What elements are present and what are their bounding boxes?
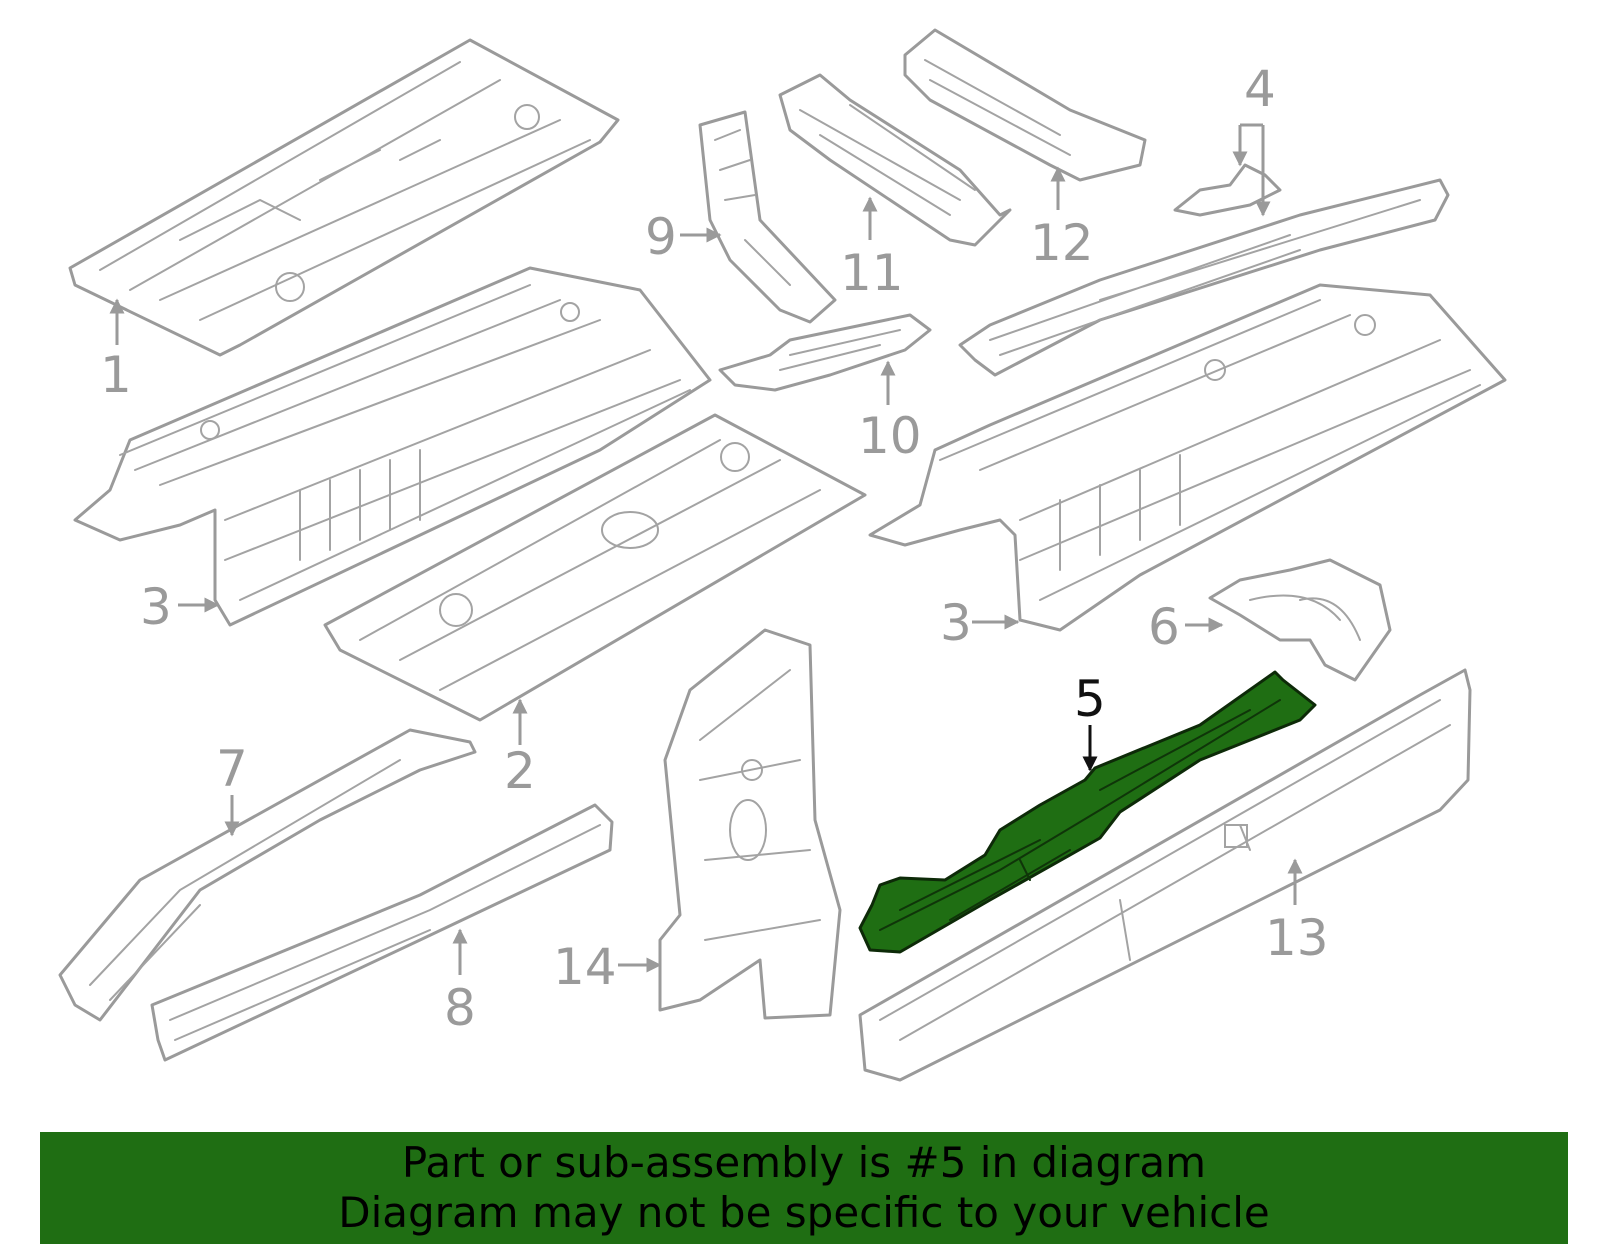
part-5-highlighted[interactable] bbox=[858, 670, 1317, 954]
callout-10: 10 bbox=[858, 407, 922, 465]
callout-arrows bbox=[109, 123, 1303, 975]
part-4-rail[interactable] bbox=[958, 163, 1450, 377]
banner-line-disclaimer: Diagram may not be specific to your vehi… bbox=[338, 1188, 1270, 1237]
part-10-bracket[interactable] bbox=[718, 313, 932, 392]
part-7-rail[interactable] bbox=[58, 728, 477, 1022]
info-banner: Part or sub-assembly is #5 in diagram Di… bbox=[40, 1132, 1568, 1244]
callout-3-right: 3 bbox=[940, 594, 972, 652]
part-6-arch-bracket[interactable] bbox=[1208, 558, 1392, 682]
part-8-rocker[interactable] bbox=[150, 803, 614, 1062]
callout-12: 12 bbox=[1030, 214, 1094, 272]
callout-13: 13 bbox=[1265, 909, 1329, 967]
callout-1: 1 bbox=[100, 346, 132, 404]
callout-6: 6 bbox=[1148, 598, 1180, 656]
part-1-floor-panel[interactable] bbox=[68, 38, 620, 357]
callout-3-left: 3 bbox=[140, 578, 172, 636]
callout-14: 14 bbox=[553, 938, 617, 996]
part-11-cross-member[interactable] bbox=[778, 73, 1012, 247]
callout-8: 8 bbox=[444, 979, 476, 1037]
callout-11: 11 bbox=[840, 244, 904, 302]
part-13-rocker-assembly[interactable] bbox=[858, 668, 1472, 1082]
callout-7: 7 bbox=[216, 740, 248, 798]
banner-line-part: Part or sub-assembly is #5 in diagram bbox=[401, 1138, 1207, 1187]
callout-4: 4 bbox=[1244, 60, 1276, 118]
part-2-center-floor[interactable] bbox=[323, 413, 867, 722]
callout-2: 2 bbox=[504, 742, 536, 800]
part-3-left-tunnel[interactable] bbox=[73, 266, 712, 627]
part-14-pillar[interactable] bbox=[658, 628, 842, 1020]
callout-9: 9 bbox=[645, 208, 677, 266]
parts-diagram: 1 2 3 3 4 5 6 7 8 9 10 11 12 13 14 bbox=[58, 28, 1507, 1082]
part-12-cross-member[interactable] bbox=[903, 28, 1147, 182]
part-3-right-tunnel[interactable] bbox=[868, 283, 1507, 632]
callout-5: 5 bbox=[1074, 670, 1106, 728]
